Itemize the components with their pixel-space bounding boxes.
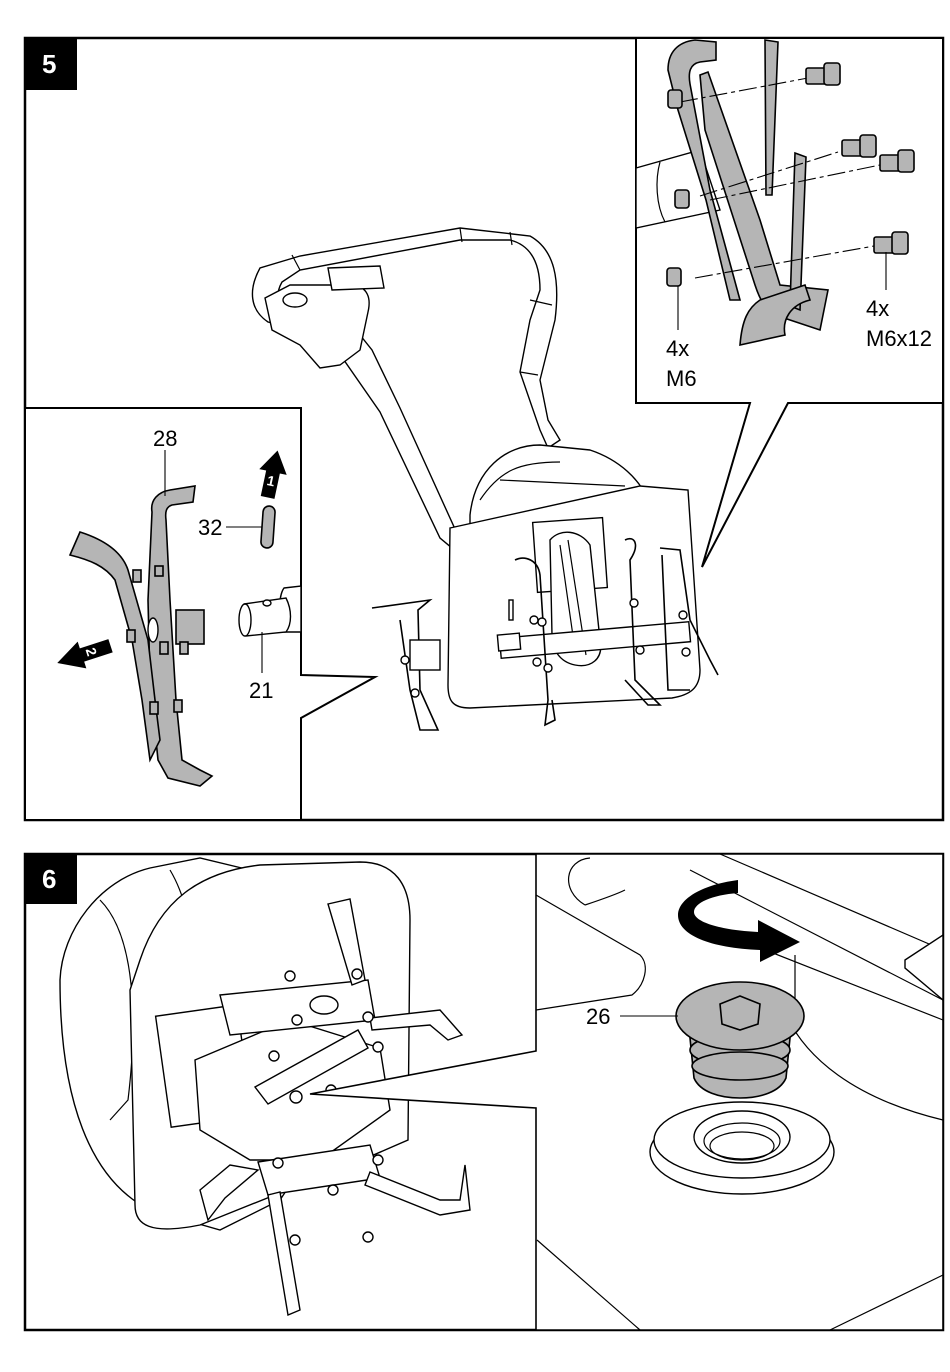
figure-6: 26 6 [23,852,945,1332]
alignment-line-3 [709,164,881,201]
callout-21: 21 [249,678,273,703]
tine-blade-6c [267,1191,301,1316]
motor-housing-lines [479,461,626,501]
inset-tine-removal: 28 32 21 1 2 [24,407,379,821]
rotate-clockwise-icon [678,880,800,962]
hex-socket [719,995,761,1031]
callout-28: 28 [153,426,177,451]
tine-blade-front [147,485,214,787]
housing-corner [904,933,944,1002]
callout-32: 32 [198,515,222,540]
housing-lines [535,853,944,1331]
shaft-end [496,632,522,652]
step-2-arrow-icon: 2 [57,639,113,669]
top-plate-hub [309,995,339,1015]
tine-inner-left [514,557,556,727]
oil-plug-part [675,981,805,1099]
callout-nut-qty: 4x [666,336,689,361]
tine-bolts [400,598,691,698]
alignment-line-4 [694,245,875,279]
figure-6-badge [25,854,77,904]
callout-nut-spec: M6 [666,366,697,391]
step-1-label: 1 [266,472,277,489]
inset-nuts [666,89,690,287]
inset-flat-bar-mid [789,151,807,312]
inset-shaft-edge [656,161,666,223]
threaded-port [649,1101,835,1195]
tine-hub-hole [147,617,159,643]
tine-inner-right [624,538,662,706]
figure-5-number: 5 [42,49,56,79]
pin-part [260,505,276,549]
inset-tine-foot [739,283,812,347]
tine-plate-middle [253,1029,369,1105]
shaft-pin [508,599,514,621]
alignment-line-1 [679,77,809,103]
step-1-arrow-icon: 1 [259,450,287,499]
figure-5-badge [25,38,77,90]
control-box [264,284,370,369]
inset-flat-bar-top [764,39,779,196]
alignment-line-2 [699,151,839,197]
gearbox-underside-illustration [59,857,471,1316]
tine-blade-back [68,531,161,763]
inset-oil-plug-frame [309,853,944,1331]
callout-bolt-qty: 4x [866,296,889,321]
callout-26: 26 [586,1004,610,1029]
inset-bolt-assembly: 4x M6 4x M6x12 [635,37,944,568]
throttle-lever [327,265,385,291]
tine-outer-right [659,547,719,691]
tine-blade-6a [327,898,366,986]
tine-hub [175,609,205,645]
tine-part [68,485,214,787]
figure-5: 5 [23,36,945,822]
inset-bolts [805,62,915,255]
figure-6-number: 6 [42,864,56,894]
tine-nuts [126,565,189,715]
tine-outer-left [371,598,440,731]
callout-bolt-spec: M6x12 [866,326,932,351]
tiller-illustration [251,227,719,731]
inset-tine-back [667,39,742,301]
control-button [282,292,308,308]
handlebar-grip-lines [291,227,553,376]
tine-blade-6e [199,1164,260,1222]
tine-blade-6b [369,1009,464,1041]
inset-oil-plug: 26 [309,853,944,1331]
tine-blade-6d [364,1164,471,1216]
underside-bolts [268,968,384,1246]
tine-hub-left [409,639,441,671]
shaft-part [238,585,302,637]
